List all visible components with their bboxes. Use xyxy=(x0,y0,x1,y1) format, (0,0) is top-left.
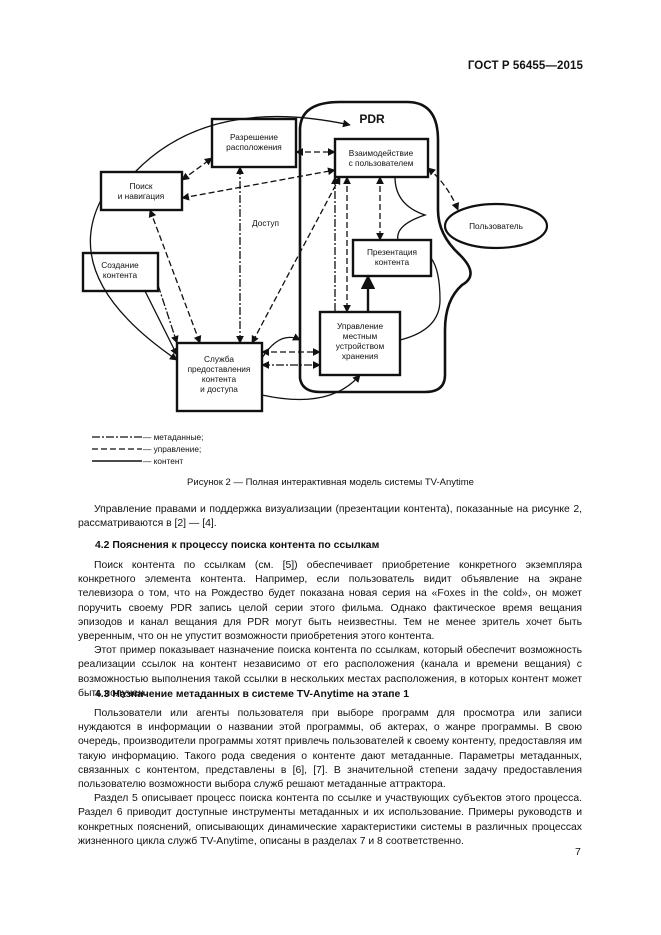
curve-service-bottom xyxy=(261,374,361,401)
section-43-paragraph-1: Пользователи или агенты пользователя при… xyxy=(78,708,582,791)
conn-search-permission xyxy=(181,157,213,181)
section-43-heading: 4.3 Назначение метаданных в системе TV-A… xyxy=(95,689,409,700)
label-service-4: и доступа xyxy=(200,384,238,394)
conn-creation-service xyxy=(157,284,179,344)
label-storage-3: устройством xyxy=(336,341,385,351)
legend: — метаданные; — управление; — контент xyxy=(92,432,203,466)
section-43-body: Пользователи или агенты пользователя при… xyxy=(78,707,582,849)
label-service-3: контента xyxy=(202,374,237,384)
conn-search-service xyxy=(148,209,202,344)
section-42-paragraph-1: Поиск контента по ссылкам (см. [5]) обес… xyxy=(78,560,582,643)
legend-content: — контент xyxy=(143,456,183,466)
box-search xyxy=(99,170,184,212)
label-storage-2: местным xyxy=(343,331,378,341)
legend-control: — управление; xyxy=(143,444,201,454)
label-storage-1: Управление xyxy=(337,321,384,331)
loop-interaction-presentation xyxy=(394,176,428,241)
label-interaction-1: Взаимодействие xyxy=(349,148,414,158)
label-interaction-2: с пользователем xyxy=(349,158,414,168)
label-presentation-1: Презентация xyxy=(367,247,417,257)
loop-storage-right xyxy=(399,257,441,341)
section-43-paragraph-2: Раздел 5 описывает процесс поиска контен… xyxy=(78,793,582,847)
figure-caption: Рисунок 2 — Полная интерактивная модель … xyxy=(187,477,474,488)
page-number: 7 xyxy=(575,846,581,858)
ellipse-user xyxy=(443,202,549,250)
label-search-2: и навигация xyxy=(118,191,165,201)
label-creation-2: контента xyxy=(103,270,138,280)
conn-interaction-user xyxy=(427,167,460,211)
label-user: Пользователь xyxy=(469,221,523,231)
box-presentation xyxy=(351,238,433,278)
curve-search-left xyxy=(89,199,178,361)
box-service xyxy=(175,341,264,413)
label-storage-4: хранения xyxy=(342,351,378,361)
section-42-heading: 4.2 Пояснения к процессу поиска контента… xyxy=(95,540,380,551)
section-42-body: Поиск контента по ссылкам (см. [5]) обес… xyxy=(78,559,582,701)
label-service-1: Служба xyxy=(204,354,234,364)
intro-paragraph-block: Управление правами и поддержка визуализа… xyxy=(78,503,582,531)
access-label: Доступ xyxy=(252,218,279,228)
conn-search-interaction xyxy=(181,167,336,201)
pdr-label: PDR xyxy=(359,112,385,126)
label-search-1: Поиск xyxy=(130,181,153,191)
label-permission-2: расположения xyxy=(226,142,282,152)
conn-interaction-service xyxy=(251,176,341,344)
legend-metadata: — метаданные; xyxy=(143,432,203,442)
curve-top xyxy=(134,116,351,173)
label-service-2: предоставления xyxy=(188,364,251,374)
document-code: ГОСТ Р 56455—2015 xyxy=(467,60,583,72)
curve-service-top xyxy=(261,333,301,359)
section-42-paragraph-2: Этот пример показывает назначение поиска… xyxy=(78,645,582,699)
label-presentation-2: контента xyxy=(375,257,410,267)
label-permission-1: Разрешение xyxy=(230,132,278,142)
tv-anytime-diagram: PDR Разрешение расположения Поиск и нави… xyxy=(81,100,549,466)
label-creation-1: Создание xyxy=(101,260,139,270)
conn-creation-service-content xyxy=(144,290,178,356)
intro-paragraph: Управление правами и поддержка визуализа… xyxy=(78,504,582,530)
box-permission xyxy=(210,117,298,169)
